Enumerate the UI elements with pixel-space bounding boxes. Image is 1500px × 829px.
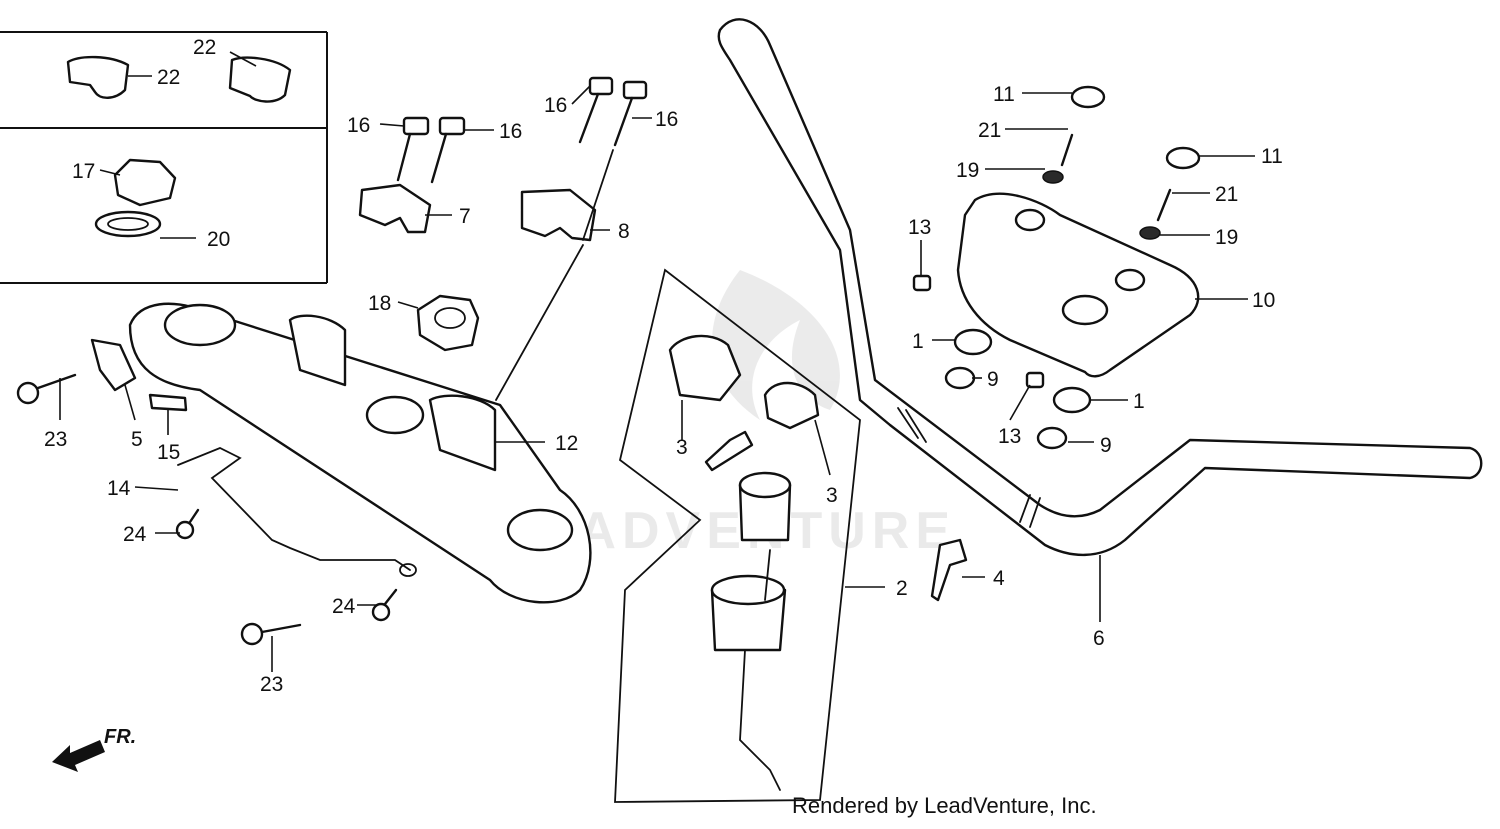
- callout-7: 7: [459, 205, 471, 228]
- callout-labels: 22 22 17 20 16 16 16 16 7 8 18 23 5 15 1…: [44, 36, 1283, 696]
- callout-15: 15: [157, 441, 180, 464]
- handlebar-cover: [956, 192, 1200, 378]
- callout-19: 19: [956, 159, 979, 182]
- bolts-23-24: [16, 373, 398, 646]
- callout-9: 9: [1100, 434, 1112, 457]
- upper-clamps-inset: [66, 55, 292, 103]
- callout-22: 22: [193, 36, 216, 59]
- top-bridge: [128, 302, 592, 604]
- callout-3: 3: [676, 436, 688, 459]
- callout-14: 14: [107, 477, 131, 500]
- handlebar-holders: [358, 183, 597, 242]
- callout-19: 19: [1215, 226, 1238, 249]
- callout-16: 16: [499, 120, 522, 143]
- nut-washer-inset: [94, 158, 177, 238]
- callout-13: 13: [998, 425, 1021, 448]
- callout-1: 1: [912, 330, 924, 353]
- leader-lines: [59, 51, 1255, 672]
- front-direction-marker: FR.: [52, 726, 136, 772]
- ignition-group-outline: [614, 268, 861, 803]
- callout-22: 22: [157, 66, 180, 89]
- callout-23: 23: [260, 673, 283, 696]
- callout-10: 10: [1252, 289, 1275, 312]
- callout-24: 24: [332, 595, 356, 618]
- callout-8: 8: [618, 220, 630, 243]
- callout-13: 13: [908, 216, 931, 239]
- small-hardware: [912, 85, 1201, 450]
- callout-21: 21: [978, 119, 1001, 142]
- callout-18: 18: [368, 292, 391, 315]
- callout-11: 11: [1261, 145, 1283, 168]
- callout-5: 5: [131, 428, 143, 451]
- callout-17: 17: [72, 160, 95, 183]
- callout-1: 1: [1133, 390, 1145, 413]
- callout-2: 2: [896, 577, 908, 600]
- bolts-16: [396, 76, 648, 184]
- front-marker-label: FR.: [104, 726, 136, 748]
- callout-23: 23: [44, 428, 67, 451]
- stem-nut: [416, 294, 480, 352]
- callout-24: 24: [123, 523, 147, 546]
- callout-21: 21: [1215, 183, 1238, 206]
- inset-box: [0, 31, 328, 284]
- callout-4: 4: [993, 567, 1005, 590]
- callout-16: 16: [544, 94, 567, 117]
- ignition-switch: [668, 334, 968, 791]
- callout-16: 16: [347, 114, 370, 137]
- callout-9: 9: [987, 368, 999, 391]
- callout-12: 12: [555, 432, 578, 455]
- callout-20: 20: [207, 228, 230, 251]
- callout-11: 11: [993, 83, 1015, 106]
- render-credit: Rendered by LeadVenture, Inc.: [792, 793, 1097, 818]
- wire-14: [177, 447, 417, 577]
- bracket-and-clip: [90, 338, 188, 412]
- callout-6: 6: [1093, 627, 1105, 650]
- callout-16: 16: [655, 108, 678, 131]
- handlebar: [717, 18, 1483, 557]
- callout-3: 3: [826, 484, 838, 507]
